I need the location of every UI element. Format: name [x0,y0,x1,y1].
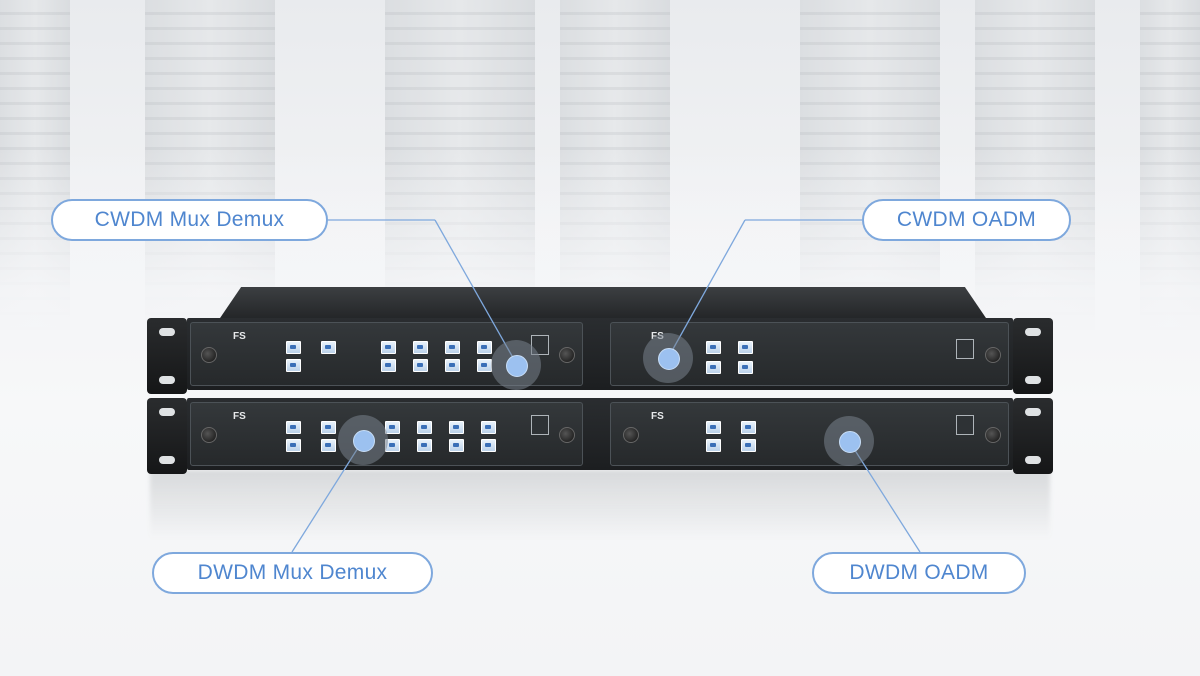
thumbscrew-icon [623,427,639,443]
chassis-lid [218,287,988,321]
cwdm-oadm-hotspot[interactable] [643,333,693,383]
cwdm-mux-demux-hotspot[interactable] [491,340,541,390]
lc-port [321,421,336,434]
lc-port [449,439,464,452]
dwdm-oadm-module: FS [610,402,1009,466]
rack-ear-left-top [147,318,187,394]
dwdm-mux-demux-hotspot[interactable] [338,415,388,465]
cwdm-oadm-label[interactable]: CWDM OADM [862,199,1071,241]
fs-logo: FS [233,411,246,422]
dwdm-oadm-hotspot[interactable] [824,416,874,466]
lc-port [286,341,301,354]
lc-port [741,421,756,434]
cwdm-mux-demux-label[interactable]: CWDM Mux Demux [51,199,328,241]
lc-port [449,421,464,434]
lc-port [321,341,336,354]
thumbscrew-icon [201,427,217,443]
dwdm-oadm-label[interactable]: DWDM OADM [812,552,1026,594]
lc-port [738,341,753,354]
thumbscrew-icon [201,347,217,363]
dwdm-mux-demux-label[interactable]: DWDM Mux Demux [152,552,433,594]
thumbscrew-icon [985,427,1001,443]
lc-port [417,421,432,434]
lc-port [321,439,336,452]
label-tag [956,339,974,359]
lc-port [706,361,721,374]
lc-port [385,421,400,434]
lc-port [381,341,396,354]
lc-port [413,341,428,354]
lc-port [481,421,496,434]
lc-port [286,359,301,372]
lc-port [413,359,428,372]
lc-port [706,341,721,354]
lc-port [481,439,496,452]
thumbscrew-icon [559,347,575,363]
lc-port [381,359,396,372]
rack-ear-right-top [1013,318,1053,394]
lc-port [477,359,492,372]
lc-port [706,439,721,452]
floor-reflection [150,470,1050,540]
rack-ear-left-bottom [147,398,187,474]
thumbscrew-icon [985,347,1001,363]
lc-port [738,361,753,374]
lc-port [445,341,460,354]
fs-logo: FS [651,411,664,422]
label-tag [531,415,549,435]
label-tag [956,415,974,435]
lc-port [445,359,460,372]
thumbscrew-icon [559,427,575,443]
lc-port [741,439,756,452]
fs-logo: FS [233,331,246,342]
lc-port [417,439,432,452]
lc-port [286,421,301,434]
lc-port [477,341,492,354]
rack-ear-right-bottom [1013,398,1053,474]
lc-port [286,439,301,452]
lc-port [706,421,721,434]
